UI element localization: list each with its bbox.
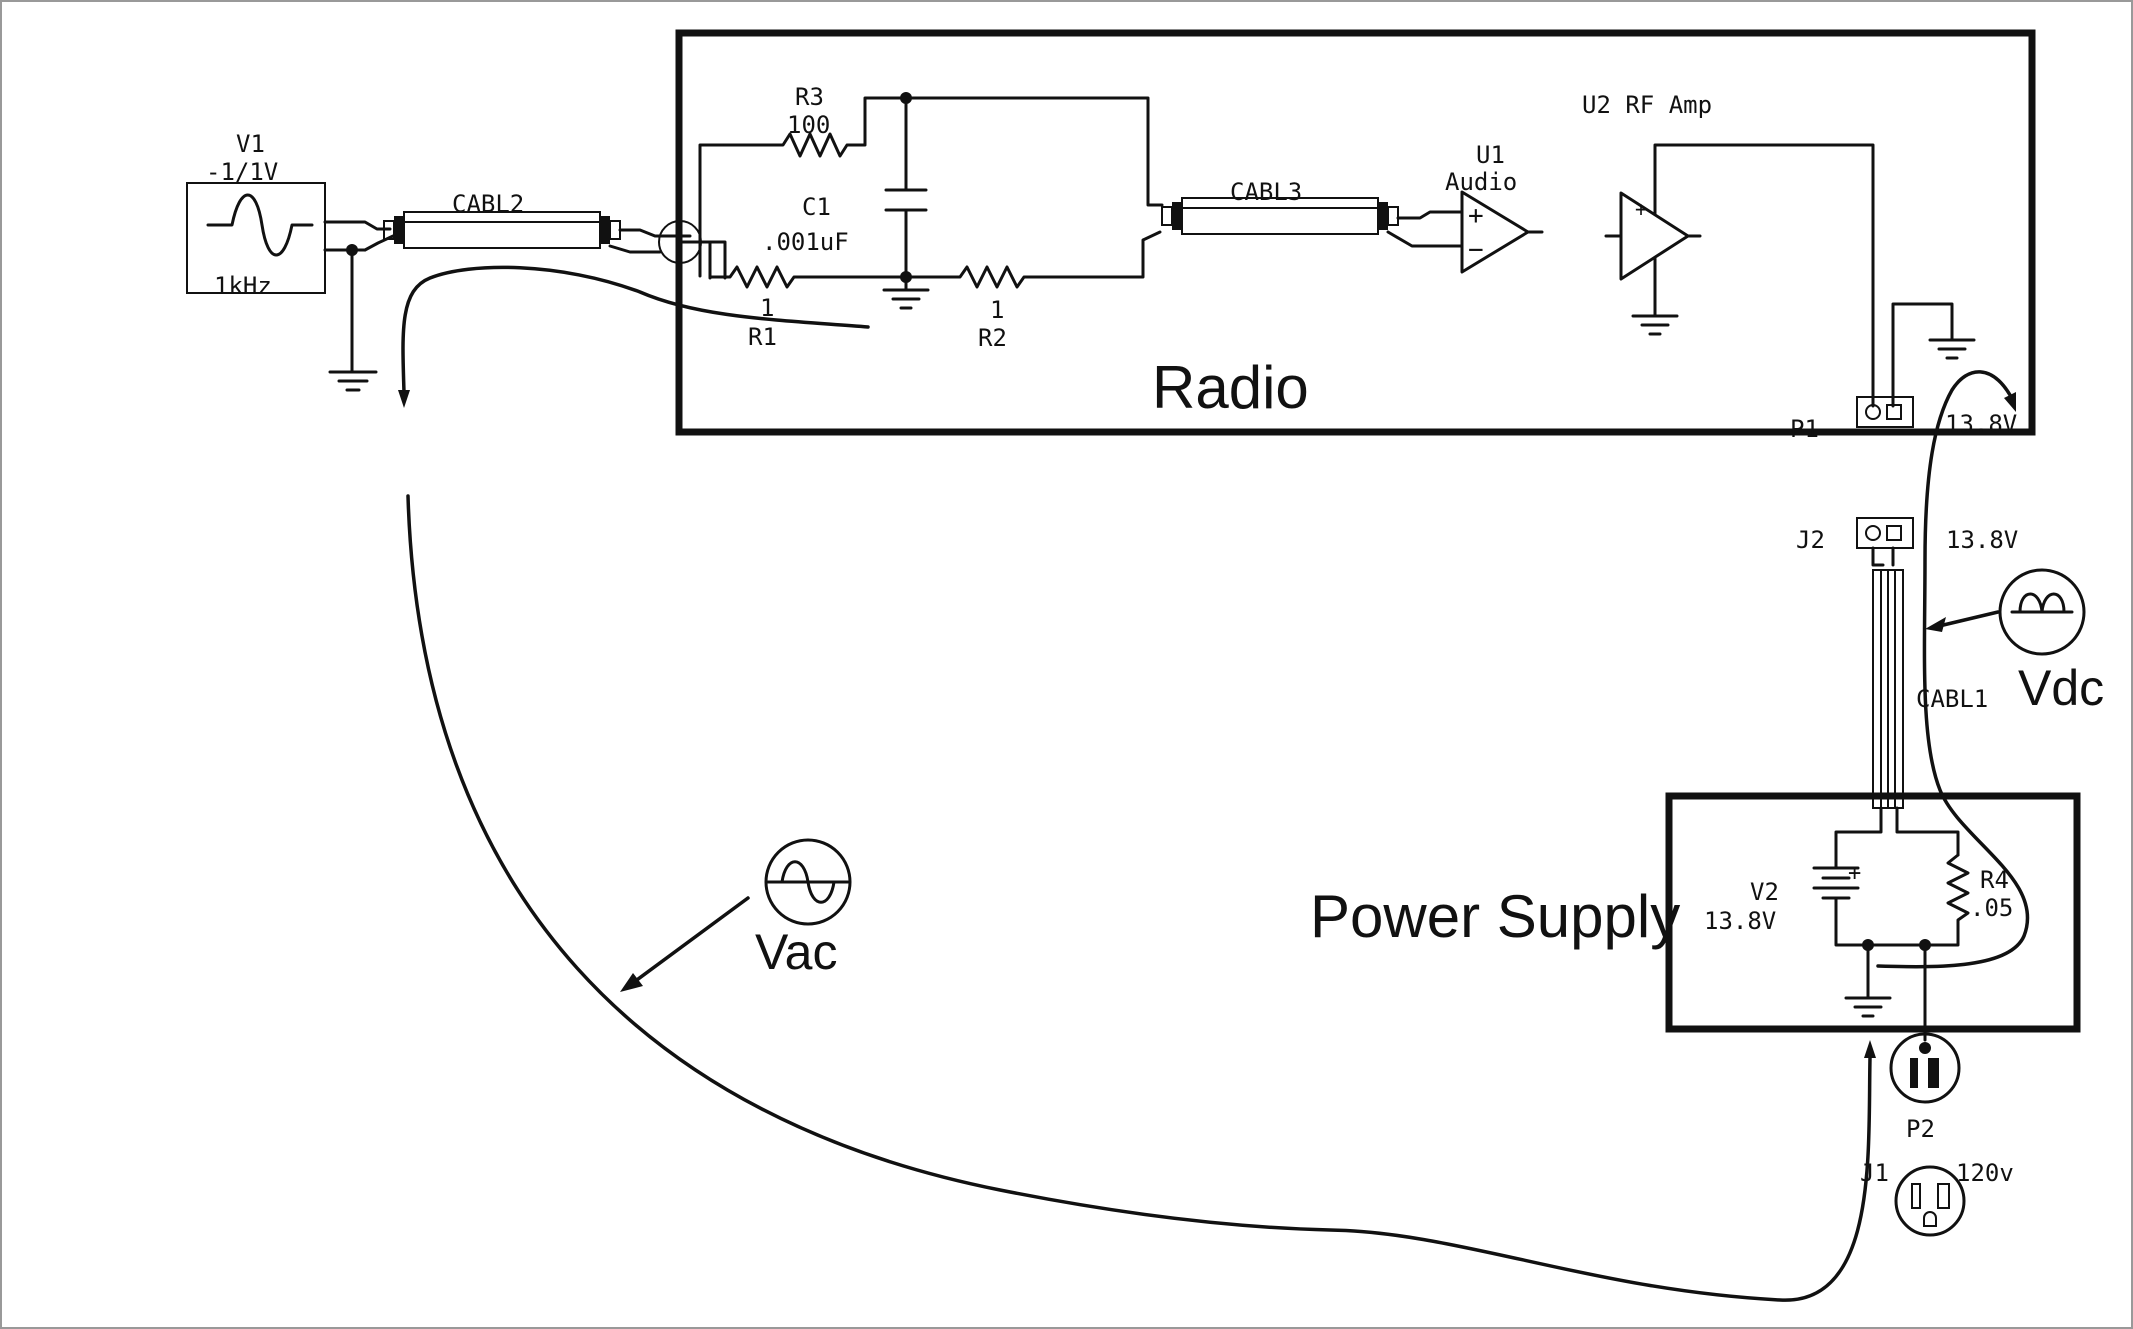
- sine-wave-icon: [206, 193, 314, 257]
- cabl1-label: CABL1: [1916, 685, 1988, 713]
- vac-meter: Vac: [755, 838, 852, 980]
- vac-label: Vac: [755, 924, 837, 980]
- resistor-icon: [723, 96, 908, 158]
- u1-description: Audio: [1445, 168, 1517, 196]
- radio-enclosure: Radio: [675, 29, 2036, 436]
- u2-rf-amp: U2 RF Amp +: [1582, 91, 1875, 408]
- svg-text:+: +: [1635, 197, 1647, 221]
- probe-wire-upper: [401, 265, 870, 394]
- j2-voltage: 13.8V: [1946, 526, 2018, 554]
- r1-name: R1: [748, 323, 777, 351]
- probe-wire-vac: [406, 494, 1872, 1302]
- r4-name: R4: [1980, 866, 2009, 894]
- resistor-icon: [904, 230, 1162, 289]
- p1-voltage: 13.8V: [1945, 410, 2017, 438]
- v1-amplitude: -1/1V: [206, 158, 278, 186]
- power-supply-enclosure: Power Supply: [1310, 792, 2081, 1033]
- probe-wire-vdc: [1876, 370, 2030, 969]
- resistor-icon: [708, 265, 908, 289]
- v1-frequency: 1kHz: [214, 272, 272, 300]
- plug-icon: [1889, 1032, 1961, 1104]
- v1-name: V1: [236, 130, 265, 158]
- svg-text:+: +: [1468, 201, 1484, 231]
- c1-name: C1: [802, 193, 831, 221]
- power-supply-title: Power Supply: [1310, 883, 1680, 950]
- v2-name: V2: [1750, 878, 1779, 906]
- vdc-label: Vdc: [2018, 660, 2104, 716]
- cabl1-cable: CABL1: [1871, 546, 1988, 809]
- p1-label: P1: [1790, 415, 1819, 443]
- cabl2-label: CABL2: [452, 190, 524, 218]
- r1-value: 1: [760, 294, 774, 322]
- svg-text:−: −: [1468, 235, 1484, 265]
- svg-text:+: +: [1848, 861, 1861, 886]
- ground-icon: [1928, 338, 1976, 360]
- r2-value: 1: [990, 296, 1004, 324]
- r1-resistor: 1 R1: [708, 265, 908, 351]
- coax-cable-icon: CABL3: [1161, 178, 1464, 248]
- ground-icon: [1844, 996, 1892, 1018]
- p1-connector: P1 13.8V: [1790, 396, 2017, 443]
- coax-cable-icon: CABL2: [383, 190, 692, 254]
- r2-resistor: 1 R2: [904, 230, 1162, 352]
- r2-name: R2: [978, 324, 1007, 352]
- c1-capacitor: C1 .001uF: [762, 96, 928, 279]
- ground-icon: [328, 370, 378, 392]
- c1-value: .001uF: [762, 228, 849, 256]
- capacitor-icon: [884, 188, 928, 212]
- ground-icon: [882, 275, 930, 310]
- radio-title: Radio: [1152, 354, 1309, 421]
- cabl3-label: CABL3: [1230, 178, 1302, 206]
- j2-connector: J2 13.8V: [1796, 517, 2018, 554]
- r4-value: .05: [1970, 894, 2013, 922]
- p2-plug: P2: [1889, 1032, 1961, 1143]
- ground-icon: [1631, 314, 1679, 336]
- vdc-meter: Vdc: [1998, 568, 2104, 716]
- p2-label: P2: [1906, 1115, 1935, 1143]
- r4-resistor: R4 .05: [1923, 853, 2013, 947]
- r3-resistor: R3 100: [723, 83, 908, 158]
- u1-name: U1: [1476, 141, 1505, 169]
- j1-outlet: J1 120v: [1860, 1159, 2014, 1237]
- outlet-icon: [1894, 1165, 1966, 1237]
- u2-description: U2 RF Amp: [1582, 91, 1712, 119]
- op-amp-icon: [1460, 190, 1530, 274]
- dc-meter-icon: [1998, 568, 2086, 656]
- u1-audio-amp: + − U1 Audio: [1445, 141, 1544, 274]
- v1-source: V1 -1/1V 1kHz: [186, 130, 395, 374]
- resistor-icon: [1923, 853, 1970, 947]
- j1-voltage: 120v: [1956, 1159, 2014, 1187]
- power-supply-box: [1665, 792, 2081, 1033]
- v2-value: 13.8V: [1704, 907, 1776, 935]
- radio-box: [675, 29, 2036, 436]
- v2-battery: + V2 13.8V: [1704, 861, 1882, 947]
- ac-source-icon: [186, 182, 326, 294]
- r3-name: R3: [795, 83, 824, 111]
- j2-label: J2: [1796, 526, 1825, 554]
- r3-value: 100: [787, 111, 830, 139]
- ac-meter-icon: [764, 838, 852, 926]
